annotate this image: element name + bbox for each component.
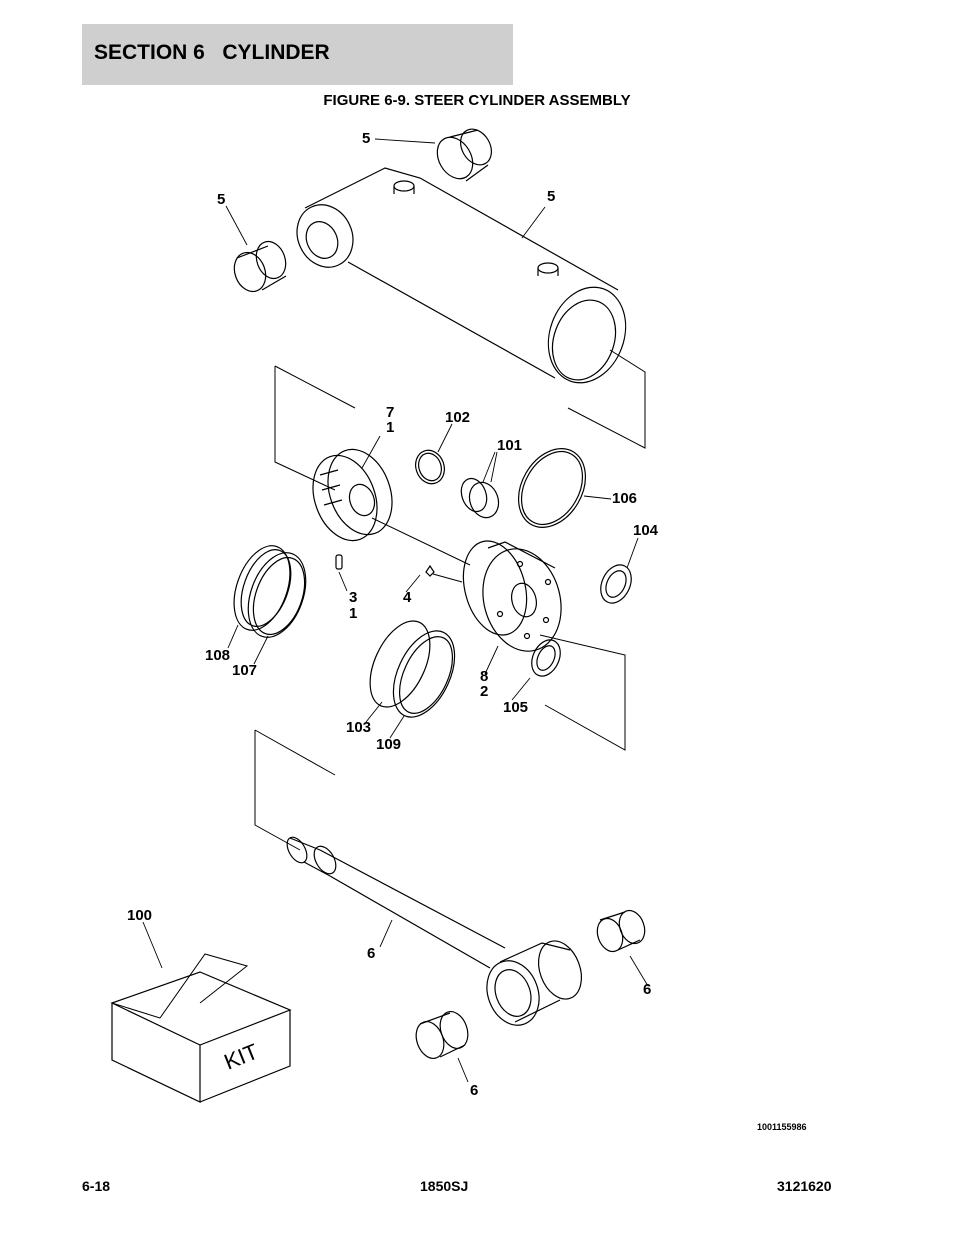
callout-4: 4 [403,589,412,606]
seal-105 [531,639,561,677]
section-header: SECTION 6 CYLINDER [82,24,513,85]
cylinder-barrel [296,167,646,449]
callout-5-left: 5 [217,191,226,208]
set-screw-3 [335,554,343,570]
ball-4 [425,564,435,577]
kit-box-label: KIT [221,1039,262,1075]
drawing-id: 1001155986 [757,1122,807,1132]
bushing-5-left [233,240,287,293]
callout-100: 100 [127,907,153,924]
callout-102: 102 [445,409,471,426]
bushing-5-top [436,128,493,182]
o-ring-103 [369,620,431,708]
piston [371,517,626,751]
callout-101: 101 [497,437,523,454]
o-ring-102 [415,449,445,485]
callout-5-top: 5 [362,130,371,147]
callout-8: 8 [480,668,489,685]
ring-108 [233,545,292,631]
callout-7: 7 [386,404,395,421]
callout-5-right: 5 [547,188,556,205]
callout-2: 2 [480,683,489,700]
section-title: SECTION 6 CYLINDER [94,41,330,64]
callout-104: 104 [633,522,659,539]
leader-lines [142,138,649,1083]
seal-106 [517,448,587,528]
figure-title: FIGURE 6-9. STEER CYLINDER ASSEMBLY [323,92,631,109]
callout-1-head: 1 [386,419,395,436]
callout-6-rod: 6 [367,945,376,962]
seal-104 [600,564,632,604]
callout-1-screw: 1 [349,605,358,622]
callout-6-bottom: 6 [470,1082,479,1099]
callout-108: 108 [205,647,231,664]
piston-rod [254,729,583,1026]
callout-3: 3 [349,589,358,606]
callout-107: 107 [232,662,258,679]
footer-model: 1850SJ [420,1178,469,1194]
callout-6-right: 6 [643,981,652,998]
cylinder-head [274,365,393,542]
callout-106: 106 [612,490,638,507]
wear-ring-101 [460,477,500,519]
bushing-6-bottom [415,1011,469,1059]
bushing-6-right [596,909,646,953]
footer-page-number: 6-18 [82,1178,111,1194]
callout-103: 103 [346,719,372,736]
callout-109: 109 [376,736,402,753]
footer-manual-number: 3121620 [777,1178,832,1194]
kit-box-100: KIT [110,953,292,1103]
seal-109 [392,630,456,718]
callout-105: 105 [503,699,529,716]
ring-107 [247,552,307,638]
